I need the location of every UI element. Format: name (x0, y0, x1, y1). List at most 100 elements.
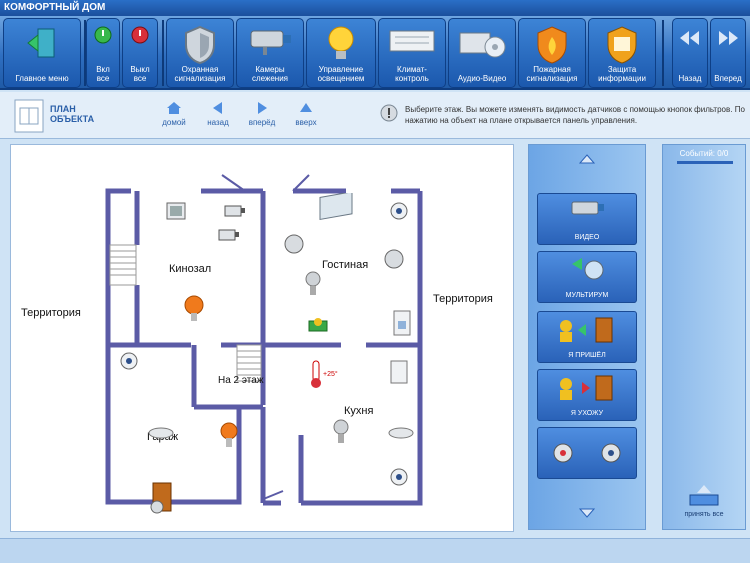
territory-right-label: Территория (433, 293, 493, 305)
dvd-player-icon (459, 32, 506, 58)
phone-icon-2[interactable] (383, 247, 405, 271)
camera-icon (250, 30, 291, 55)
plan-title-line1: ПЛАН (50, 104, 76, 114)
arrived-button[interactable]: Я ПРИШЁЛ (537, 311, 637, 363)
ceiling-sensor-icon[interactable] (147, 425, 175, 441)
light-bulb-off-icon-2[interactable] (333, 419, 349, 447)
forward-nav-button[interactable]: вперёд (242, 100, 282, 127)
phone-icon[interactable] (283, 233, 305, 255)
hint-text: Выберите этаж. Вы можете изменять видимо… (405, 105, 745, 125)
back-label: Назад (678, 74, 702, 83)
inbox-icon[interactable] (687, 483, 721, 509)
ceiling-sensor-icon-2[interactable] (387, 425, 415, 441)
exit-icon (27, 28, 55, 58)
plant-icon[interactable] (305, 315, 331, 335)
right-arrow-icon (258, 102, 267, 114)
living-room-label[interactable]: Гостиная (322, 259, 369, 271)
video-button-label: ВИДЕО (574, 234, 600, 241)
fire-alarm-button[interactable]: Пожарная сигнализация (518, 18, 586, 88)
all-on-button[interactable]: Вкл все (86, 18, 120, 88)
forward-label: Вперед (714, 74, 742, 83)
multiroom-button[interactable]: МУЛЬТИРУМ (537, 251, 637, 303)
light-bulb-off-icon[interactable] (305, 271, 321, 299)
double-right-arrow-icon (719, 31, 738, 45)
up-nav-button[interactable]: вверх (286, 100, 326, 127)
cinema-room-label[interactable]: Кинозал (169, 263, 212, 275)
power-off-icon (131, 26, 149, 44)
smoke-sensor-icon-2[interactable] (119, 351, 139, 371)
back-button[interactable]: Назад (672, 18, 708, 88)
leaving-button[interactable]: Я УХОЖУ (537, 369, 637, 421)
arrive-icon (560, 317, 613, 343)
thermometer-icon[interactable] (307, 359, 325, 389)
leave-icon (560, 375, 613, 401)
control-panel: ВИДЕО МУЛЬТИРУМ Я ПРИШЁЛ Я УХОЖУ (528, 144, 646, 530)
smoke-sensor-icon[interactable] (389, 201, 409, 221)
scroll-down-icon[interactable] (579, 507, 595, 519)
thermometer-value: +25° (323, 371, 338, 378)
main-toolbar: Главное меню Вкл все Выкл все Охранная с… (0, 16, 750, 90)
motion-sensor-icon-2[interactable] (389, 359, 409, 385)
arrived-button-label: Я ПРИШЁЛ (568, 352, 606, 359)
kitchen-label[interactable]: Кухня (344, 405, 374, 417)
main-menu-label: Главное меню (15, 74, 69, 83)
plan-header (0, 92, 750, 139)
camera-device-icon-2[interactable] (215, 227, 241, 245)
blue-sensor-icon[interactable] (600, 442, 622, 464)
camera-device-icon[interactable] (221, 203, 247, 221)
main-menu-button[interactable]: Главное меню (3, 18, 81, 88)
leaving-button-label: Я УХОЖУ (570, 410, 604, 417)
audio-video-label: Аудио-Видео (457, 74, 507, 83)
tv-icon[interactable] (165, 201, 187, 223)
cameras-button[interactable]: Камеры слежения (236, 18, 304, 88)
info-protect-button[interactable]: Защита информации (588, 18, 656, 88)
territory-left-label: Территория (21, 307, 81, 319)
climate-label: Климат-контроль (395, 65, 429, 83)
video-button[interactable]: ВИДЕО (537, 193, 637, 245)
climate-button[interactable]: Климат-контроль (378, 18, 446, 88)
home-nav-label: домой (162, 118, 186, 127)
scroll-up-icon[interactable] (579, 153, 595, 165)
plan-title-line2: ОБЪЕКТА (50, 114, 95, 124)
window-title: КОМФОРТНЫЙ ДОМ (0, 0, 750, 16)
back-nav-button[interactable]: назад (198, 100, 238, 127)
power-on-icon (94, 26, 112, 44)
air-conditioner-device-icon[interactable] (317, 193, 355, 225)
home-nav-button[interactable]: домой (154, 100, 194, 127)
garage-door-icon[interactable] (149, 481, 175, 515)
lamp-icon-2[interactable] (219, 421, 239, 451)
binary-shield-icon (607, 26, 637, 64)
floor-plan-walls (105, 174, 423, 506)
home-icon (167, 102, 181, 114)
motion-sensor-icon[interactable] (391, 309, 413, 337)
lamp-icon[interactable] (183, 295, 205, 325)
info-protect-label: Защита информации (598, 65, 646, 83)
audio-video-button[interactable]: Аудио-Видео (448, 18, 516, 88)
forward-button[interactable]: Вперед (710, 18, 746, 88)
events-count: Событий: 0/0 (679, 149, 729, 158)
lighting-button[interactable]: Управление освещением (306, 18, 376, 88)
sensor-buttons-group (537, 427, 637, 479)
red-sensor-icon[interactable] (552, 442, 574, 464)
up-nav-label: вверх (295, 118, 317, 127)
double-left-arrow-icon (680, 31, 699, 45)
events-panel: Событий: 0/0 принять все (662, 144, 746, 530)
back-nav-label: назад (207, 118, 229, 127)
all-off-button[interactable]: Выкл все (122, 18, 158, 88)
left-arrow-icon (213, 102, 222, 114)
fire-alarm-label: Пожарная сигнализация (526, 65, 578, 83)
shield-icon (185, 25, 215, 65)
forward-nav-label: вперёд (248, 118, 276, 127)
smoke-sensor-icon-3[interactable] (389, 467, 409, 487)
security-label: Охранная сигнализация (174, 65, 226, 83)
up-arrow-icon (300, 103, 312, 112)
multiroom-icon (572, 258, 604, 280)
info-icon (380, 104, 398, 122)
lightbulb-icon (328, 26, 354, 59)
multiroom-button-label: МУЛЬТИРУМ (565, 292, 609, 299)
accept-all-button[interactable]: принять все (684, 511, 724, 518)
cameras-label: Камеры слежения (251, 65, 289, 83)
plan-title: ПЛАН ОБЪЕКТА (50, 104, 94, 124)
security-button[interactable]: Охранная сигнализация (166, 18, 234, 88)
stairs-label[interactable]: На 2 этаж (218, 375, 264, 386)
